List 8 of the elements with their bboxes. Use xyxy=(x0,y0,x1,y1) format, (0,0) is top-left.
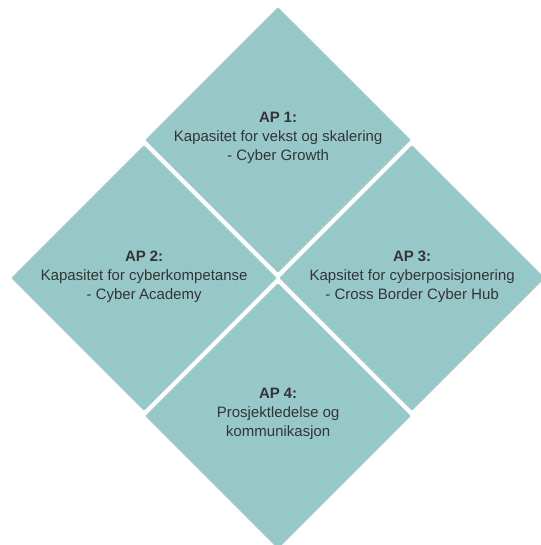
heading: AP 3: xyxy=(392,246,432,266)
description: Kapasitet for vekst og skalering - Cyber Growth xyxy=(172,126,384,164)
heading: AP 2: xyxy=(124,246,164,266)
description: Kapasitet for cyberkompetanse - Cyber Academy xyxy=(40,266,248,304)
description: Kapsitet for cyberposisjonering - Cross Border Cyber Hub xyxy=(308,266,516,304)
heading: AP 1: xyxy=(258,108,298,126)
description: Prosjektledelse og kommunikasjon xyxy=(216,402,340,440)
heading: AP 4: xyxy=(258,384,298,402)
